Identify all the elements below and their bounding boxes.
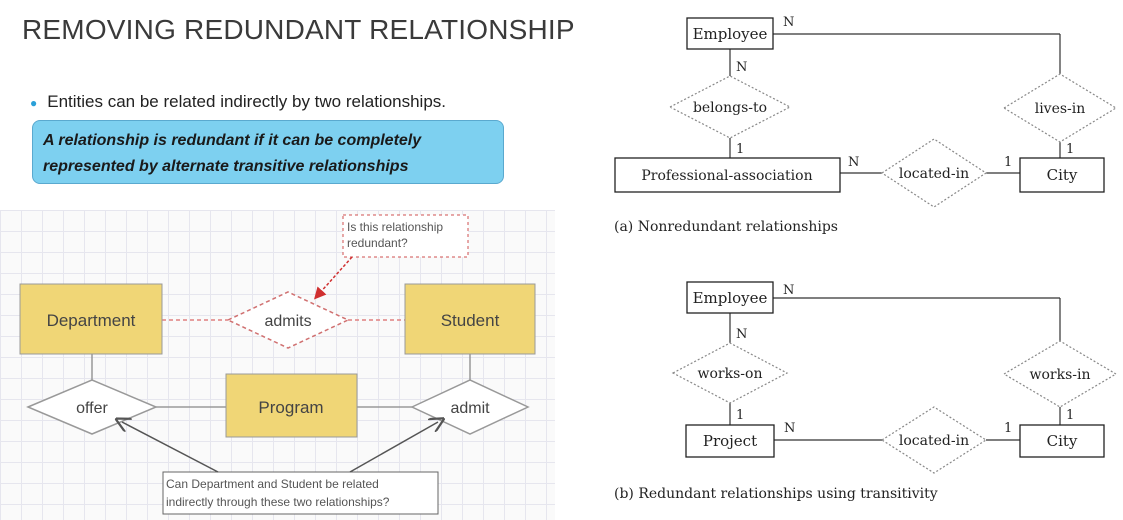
entity-employee-a (686, 17, 774, 50)
cardinality-label: 1 (736, 142, 744, 157)
relationship-offer-label: offer (76, 400, 108, 417)
diagram-a-nonredundant: Employee Professional-association City b… (614, 15, 1118, 235)
entity-department-label: Department (47, 311, 136, 330)
relationship-located-in-b-label: located-in (899, 433, 969, 449)
left-er-diagram: Department Student Program admits offer … (19, 214, 536, 515)
cardinality-label: 1 (1066, 142, 1074, 157)
cardinality-label: 1 (1004, 155, 1012, 170)
cardinality-label: N (783, 283, 794, 298)
cardinality-label: 1 (1066, 408, 1074, 423)
entity-city-a-label: City (1047, 166, 1078, 184)
note-redundant-question (342, 214, 469, 258)
callout-line-2: represented by alternate transitive rela… (43, 158, 409, 175)
entity-professional-association-label: Professional-association (641, 168, 812, 184)
entity-project-label: Project (703, 432, 757, 450)
cardinality-label: N (736, 327, 747, 342)
diagram-b-redundant: Employee Project City works-on works-in … (614, 281, 1118, 502)
cardinality-label: 1 (736, 408, 744, 423)
entity-professional-association (614, 157, 841, 193)
bullet-text: Entities can be related indirectly by tw… (47, 92, 447, 111)
relationship-works-on-label: works-on (698, 366, 763, 382)
entity-city-b (1019, 424, 1105, 458)
entity-employee-a-label: Employee (693, 25, 768, 43)
relationship-belongs-to-label: belongs-to (693, 100, 767, 116)
note-top-line-2: redundant? (347, 236, 408, 250)
relationship-admits (226, 291, 350, 349)
note-top-line-1: Is this relationship (347, 220, 443, 234)
diagram-grid-background (0, 210, 555, 520)
slide-title: REMOVING REDUNDANT RELATIONSHIP (22, 14, 575, 45)
entity-student (404, 283, 536, 355)
entity-city-a (1019, 157, 1105, 193)
note-bottom-line-2: indirectly through these two relationshi… (166, 495, 390, 509)
relationship-works-in (1002, 340, 1118, 408)
note-indirect-question (162, 471, 439, 515)
relationship-lives-in (1002, 73, 1118, 143)
entity-city-b-label: City (1047, 432, 1078, 450)
cardinality-label: N (848, 155, 859, 170)
relationship-located-in-a-label: located-in (899, 166, 969, 182)
relationship-belongs-to (668, 75, 792, 139)
cardinality-label: N (736, 60, 747, 75)
callout-line-1: A relationship is redundant if it can be… (43, 132, 422, 149)
relationship-works-in-label: works-in (1030, 367, 1091, 383)
note-bottom-line-1: Can Department and Student be related (166, 477, 379, 491)
entity-program (225, 373, 358, 438)
caption-a: (a) Nonredundant relationships (614, 219, 838, 235)
cardinality-label: N (783, 15, 794, 30)
entity-department (19, 283, 163, 355)
relationship-admit-label: admit (450, 400, 490, 417)
caption-b: (b) Redundant relationships using transi… (614, 486, 938, 502)
cardinality-label: N (784, 421, 795, 436)
entity-program-label: Program (258, 398, 323, 417)
relationship-admits-label: admits (264, 313, 311, 330)
entity-student-label: Student (441, 311, 500, 330)
definition-callout: A relationship is redundant if it can be… (32, 120, 504, 184)
relationship-located-in-b (880, 406, 988, 474)
cardinality-label: 1 (1004, 421, 1012, 436)
relationship-works-on (671, 342, 789, 404)
entity-employee-b-label: Employee (693, 289, 768, 307)
entity-employee-b (686, 281, 774, 314)
bullet-point: ● Entities can be related indirectly by t… (30, 92, 446, 112)
entity-project (685, 424, 775, 458)
relationship-lives-in-label: lives-in (1035, 101, 1086, 117)
relationship-located-in-a (880, 138, 988, 208)
bullet-dot-icon: ● (30, 95, 38, 110)
